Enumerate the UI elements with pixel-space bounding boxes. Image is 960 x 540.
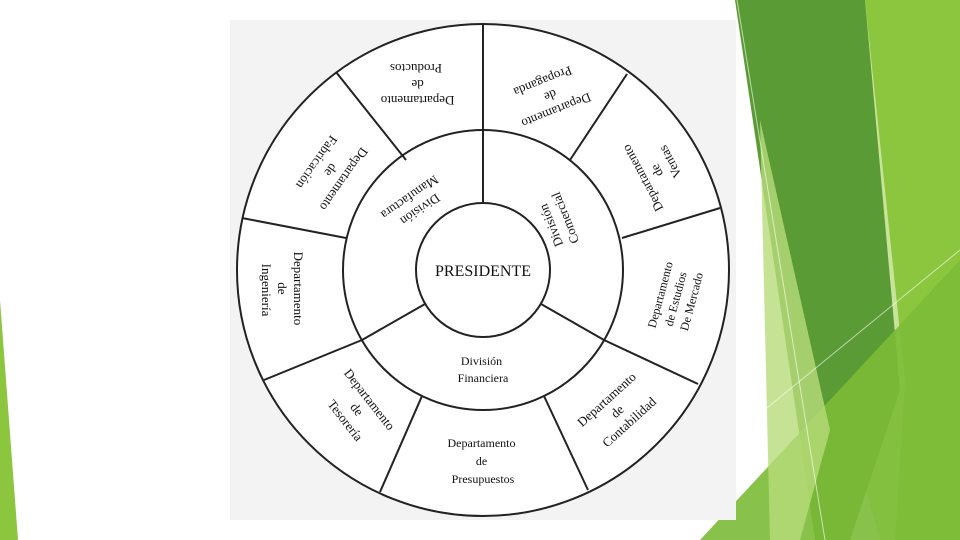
dept-ingenieria-line-3: Ingeniería <box>259 264 274 317</box>
dept-productos-line-2: de <box>411 77 424 92</box>
dept-presupuestos-line-1: Departamento <box>448 436 516 450</box>
outer-divider-upper-left <box>335 71 407 161</box>
decor-line-2 <box>739 249 960 431</box>
dept-ingenieria-label: Departamento de Ingeniería <box>259 252 306 329</box>
outer-divider-lower-left <box>263 339 363 381</box>
division-bottom-line-2: Financiera <box>458 371 509 385</box>
dept-ingenieria-line-1: Departamento <box>291 252 306 326</box>
green-triangle-left <box>0 300 18 540</box>
outer-divider-upper-right <box>569 73 628 161</box>
dept-ingenieria-line-2: de <box>275 282 290 295</box>
org-chart-diagram: PRESIDENTE División Financiera División … <box>236 23 730 517</box>
division-bottom-label: División Financiera <box>458 354 509 385</box>
dept-productos-label: Departamento de Productos <box>378 61 455 108</box>
inner-divider-bottom-left <box>361 303 426 341</box>
diagram-frame: PRESIDENTE División Financiera División … <box>230 20 736 520</box>
president-label: PRESIDENTE <box>435 263 531 280</box>
outer-divider-bottom-left <box>379 395 423 493</box>
outer-divider-lower-right <box>603 339 699 385</box>
division-bottom-line-1: División <box>461 354 502 368</box>
dept-presupuestos-line-3: Presupuestos <box>452 472 515 486</box>
outer-divider-left <box>241 217 347 239</box>
outer-divider-bottom-right <box>543 395 589 491</box>
dept-presupuestos-label: Departamento de Presupuestos <box>448 436 519 486</box>
green-band-bottom <box>700 260 960 540</box>
green-sliver <box>760 120 830 540</box>
decor-line-1 <box>736 0 826 540</box>
dept-productos-line-1: Departamento <box>381 93 455 108</box>
outer-divider-right <box>621 207 721 239</box>
inner-divider-bottom-right <box>540 303 605 341</box>
dept-productos-line-3: Productos <box>390 61 442 76</box>
dept-presupuestos-line-2: de <box>476 454 487 468</box>
